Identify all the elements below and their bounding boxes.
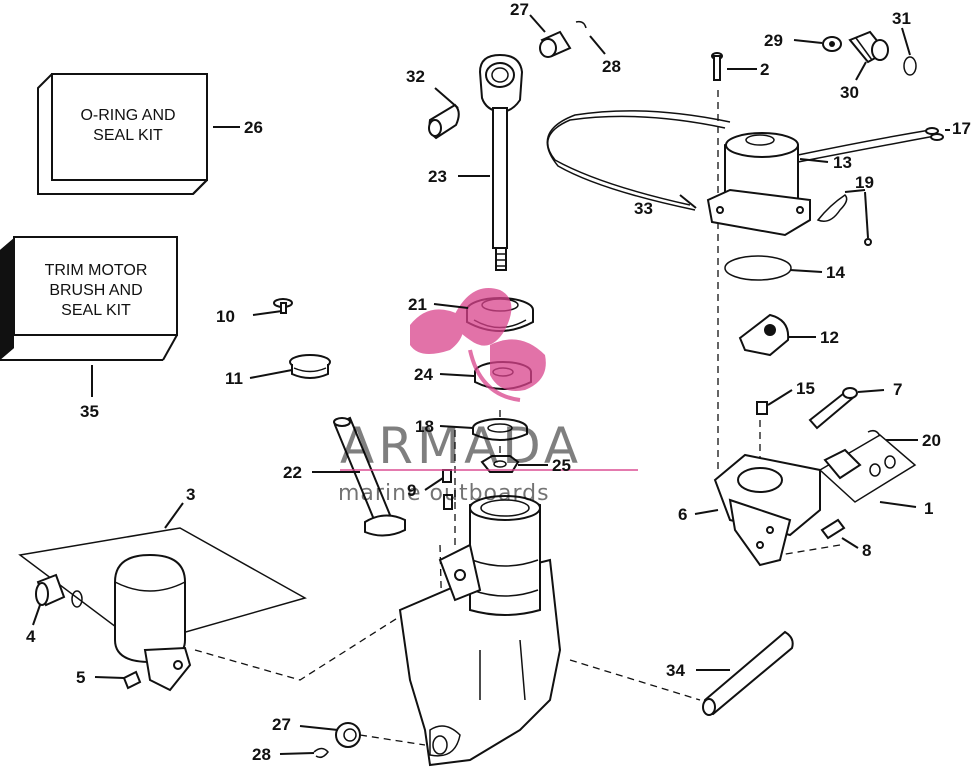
callout-24: 24 [414,365,433,384]
callout-8: 8 [862,541,871,560]
callout-28-bottom: 28 [252,745,271,764]
callout-1: 1 [924,499,933,518]
callout-7: 7 [893,380,902,399]
callout-18: 18 [415,417,434,436]
trim-motor [546,110,944,246]
callout-25: 25 [552,456,571,475]
callout-27-top: 27 [510,0,529,19]
callout-30: 30 [840,83,859,102]
pump-manifold [713,387,917,567]
brush-kit-line2: BRUSH AND [49,282,142,299]
callout-3: 3 [186,485,195,504]
callout-6: 6 [678,505,687,524]
bushing-and-ring-bottom [313,722,361,759]
oring-kit-line1: O-RING AND [80,107,175,124]
trim-motor-brush-kit-box: TRIM MOTOR BRUSH AND SEAL KIT [0,236,178,361]
bushing-and-ring-top [539,20,587,58]
pivot-pin-34 [702,630,794,716]
reservoir-assembly [18,527,307,692]
callout-5: 5 [76,668,85,687]
fill-plug-parts [273,298,453,510]
oring-seal-kit-box: O-RING AND SEAL KIT [37,73,208,195]
callout-13: 13 [833,153,852,172]
callout-27-bottom: 27 [272,715,291,734]
callout-22: 22 [283,463,302,482]
motor-oring [724,255,792,281]
callout-20: 20 [922,431,941,450]
callout-17: 17 [952,119,971,138]
armada-watermark: ARMADA marine outboards [338,288,638,506]
callout-11: 11 [225,369,243,388]
callout-31: 31 [892,9,911,28]
trim-rod [428,53,524,271]
callout-34: 34 [666,661,685,680]
callout-26: 26 [244,118,263,137]
callout-labels: 1 2 3 4 5 6 7 8 9 10 11 12 13 14 15 17 1… [26,0,971,764]
brush-kit-line1: TRIM MOTOR [45,262,148,279]
oring-kit-line2: SEAL KIT [93,127,163,144]
callout-28-top: 28 [602,57,621,76]
armada-logo-icon [410,288,546,402]
brush-kit-line3: SEAL KIT [61,302,131,319]
callout-33: 33 [634,199,653,218]
callout-23: 23 [428,167,447,186]
watermark-tagline: marine outboards [338,481,550,506]
callout-21: 21 [408,295,427,314]
callout-4: 4 [26,627,36,646]
callout-2: 2 [760,60,769,79]
callout-14: 14 [826,263,845,282]
callout-19: 19 [855,173,874,192]
leader-lines [32,14,950,755]
callout-12: 12 [820,328,839,347]
callout-32: 32 [406,67,425,86]
screw-2 [711,52,723,81]
callout-9: 9 [407,481,416,500]
callout-10: 10 [216,307,235,326]
callout-35: 35 [80,402,99,421]
callout-29: 29 [764,31,783,50]
callout-15: 15 [796,379,815,398]
trim-cylinder-body [398,495,562,767]
motor-coupling [738,313,790,357]
watermark-brand: ARMADA [340,417,582,475]
valve-29-30-31 [822,30,917,76]
